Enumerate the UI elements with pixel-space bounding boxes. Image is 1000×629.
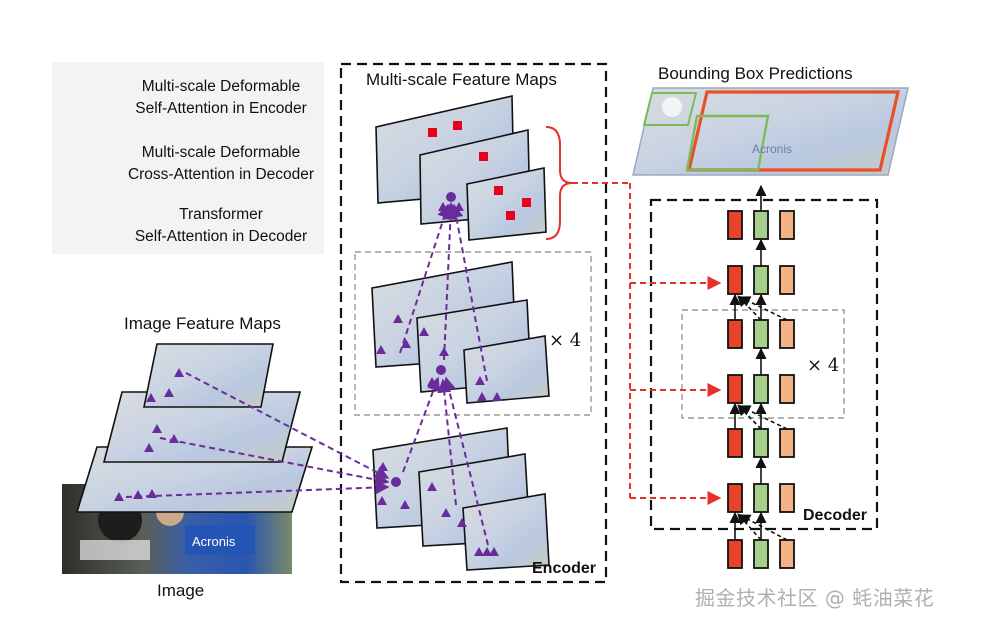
decoder-bar: [753, 539, 769, 569]
legend-line: Cross-Attention in Decoder: [127, 166, 315, 183]
legend-line: Multi-scale Deformable: [141, 78, 301, 95]
decoder-bar: [779, 210, 795, 240]
decoder-bar: [727, 265, 743, 295]
encoder-repeat-label: × 4: [549, 330, 582, 351]
decoder-label: Decoder: [803, 507, 868, 524]
decoder-bar: [753, 374, 769, 404]
decoder-attention-arrow: [739, 514, 788, 541]
purple-triangle-icon: [489, 547, 499, 556]
decoder-bar: [727, 428, 743, 458]
purple-triangle-icon: [377, 496, 387, 505]
jersey-text-image: Acronis: [192, 534, 236, 549]
decoder-attention-arrow: [737, 295, 762, 321]
decoder-attention-arrow: [738, 405, 788, 430]
decoder-bar: [753, 210, 769, 240]
purple-triangle-icon: [439, 347, 449, 356]
purple-triangle-icon: [393, 314, 403, 323]
image-feature-maps: [75, 343, 314, 513]
legend-item-decoder-self-attention: Transformer Self-Attention in Decoder: [118, 204, 324, 248]
purple-triangle-icon: [144, 443, 154, 452]
decoder-bar: [753, 319, 769, 349]
purple-triangle-icon: [419, 327, 429, 336]
legend-line: Transformer: [179, 206, 263, 223]
decoder-bar: [779, 374, 795, 404]
decoder-attention-arrow: [737, 513, 762, 541]
decoder-attention-arrow: [737, 404, 762, 430]
decoder-repeat-box: [681, 309, 845, 419]
legend-item-decoder-cross-attention: Multi-scale Deformable Cross-Attention i…: [118, 142, 324, 186]
legend-item-encoder-self-attention: Multi-scale Deformable Self-Attention in…: [118, 76, 324, 120]
decoder-bar: [779, 265, 795, 295]
decoder-bar: [727, 374, 743, 404]
decoder-cross-attention-arrows: [572, 182, 722, 505]
query-points: [391, 192, 456, 487]
red-square-icon: [453, 121, 462, 130]
image-title: Image: [157, 581, 205, 600]
decoder-bar: [753, 265, 769, 295]
decoder-box: [649, 198, 879, 531]
purple-triangle-icon: [441, 508, 451, 517]
red-square-icon: [494, 186, 503, 195]
red-square-icon: [428, 128, 437, 137]
watermark: 掘金技术社区 @ 蚝油菜花: [695, 586, 935, 610]
decoder-bar: [779, 483, 795, 513]
legend: Multi-scale Deformable Self-Attention in…: [52, 62, 324, 254]
bounding-box-predictions-title: Bounding Box Predictions: [658, 64, 853, 83]
decoder-bar: [779, 319, 795, 349]
decoder-bar: [779, 428, 795, 458]
purple-circle-icon: [436, 365, 446, 375]
purple-triangle-icon: [114, 492, 124, 501]
image-feature-map-small: [143, 343, 274, 408]
encoder-label: Encoder: [532, 560, 597, 577]
purple-triangle-icon: [164, 388, 174, 397]
decoder-self-attention-arrows: [729, 184, 788, 541]
decoder-bar: [779, 539, 795, 569]
purple-triangle-icon: [482, 547, 492, 556]
purple-circle-icon: [446, 192, 456, 202]
decoder-bar: [727, 210, 743, 240]
red-square-icon: [506, 211, 515, 220]
legend-line: Self-Attention in Decoder: [134, 228, 308, 245]
purple-triangle-icon: [492, 392, 502, 401]
purple-triangle-icon: [146, 393, 156, 402]
purple-triangle-icon: [401, 339, 411, 348]
feature-brace: [545, 126, 573, 240]
decoder-bar: [727, 319, 743, 349]
decoder-bar: [727, 539, 743, 569]
image-feature-maps-title: Image Feature Maps: [124, 314, 281, 333]
purple-triangle-icon: [152, 424, 162, 433]
purple-triangle-icon: [475, 376, 485, 385]
red-square-icon: [479, 152, 488, 161]
decoder-attention-arrow: [738, 296, 788, 321]
legend-line: Self-Attention in Encoder: [135, 100, 307, 117]
decoder-bar: [753, 483, 769, 513]
encoder-box: [339, 62, 608, 584]
encoder-top-stack: [375, 95, 547, 241]
red-square-icon: [522, 198, 531, 207]
purple-triangle-icon: [477, 392, 487, 401]
purple-triangle-icon: [174, 368, 184, 377]
decoder-bar: [727, 483, 743, 513]
bounding-box-prediction-image: Acronis: [632, 87, 909, 176]
purple-triangle-icon: [457, 518, 467, 527]
cross-attention-sampling-points: [428, 121, 531, 220]
purple-triangle-icon: [376, 345, 386, 354]
multiscale-feature-maps-title: Multi-scale Feature Maps: [366, 70, 557, 89]
legend-line: Multi-scale Deformable: [141, 144, 301, 161]
purple-circle-icon: [391, 477, 401, 487]
purple-triangle-icon: [474, 547, 484, 556]
jersey-text-prediction: Acronis: [752, 142, 792, 156]
encoder-bottom-stack: [372, 427, 550, 571]
purple-triangle-icon: [400, 500, 410, 509]
decoder-repeat-label: × 4: [807, 355, 840, 376]
encoder-self-attention-arrows: [125, 203, 489, 546]
decoder-bar: [753, 428, 769, 458]
encoder-middle-stack: [371, 261, 550, 404]
purple-triangle-icon: [427, 482, 437, 491]
